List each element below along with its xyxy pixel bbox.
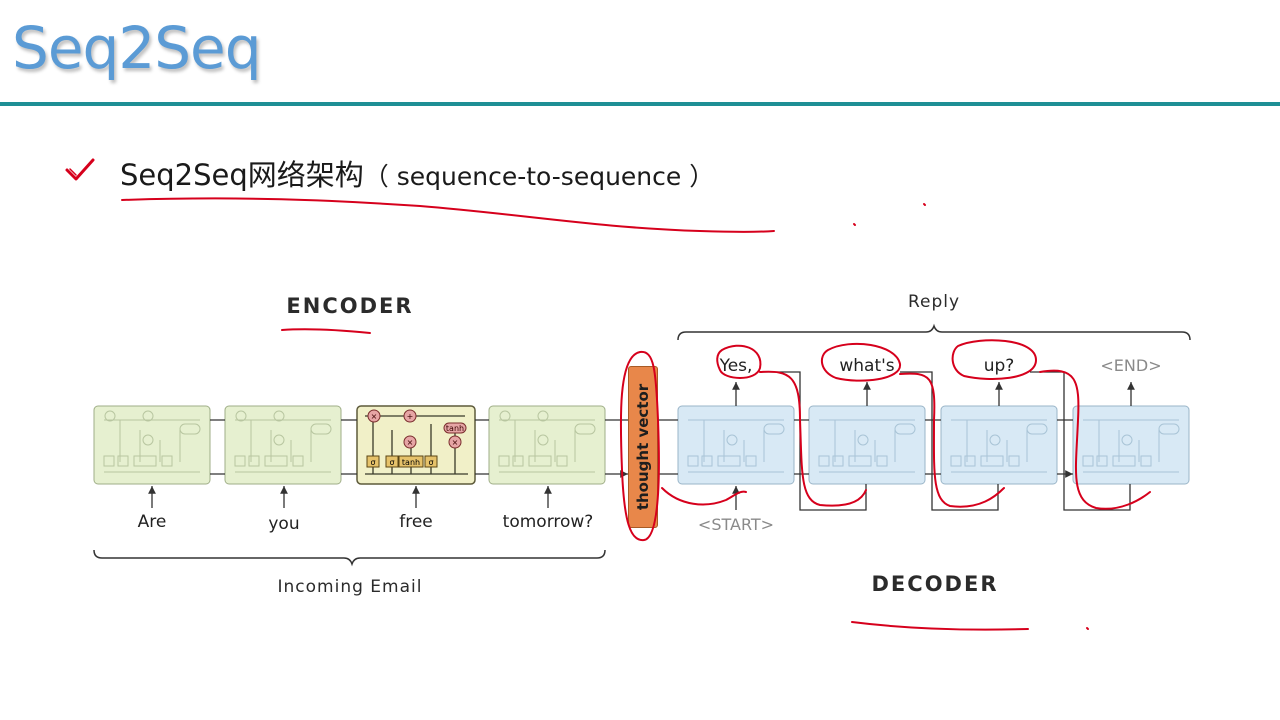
bullet-paren: （ sequence-to-sequence ） (363, 162, 715, 191)
encoder-input-4: tomorrow? (502, 512, 594, 532)
decoder-label: DECODER (871, 572, 999, 596)
thought-vector-label: thought vector (634, 383, 652, 511)
decoder-output-end: <END> (1100, 356, 1162, 375)
encoder-input-2: you (268, 514, 300, 534)
bullet-text: Seq2Seq网络架构（ sequence-to-sequence ） (120, 152, 714, 194)
encoder-input-3: free (399, 512, 433, 532)
decoder-output-1: Yes, (719, 356, 753, 376)
bullet-main: Seq2Seq网络架构 (120, 158, 364, 192)
slide-title: Seq2Seq (12, 14, 262, 82)
op-times-2: × (407, 438, 414, 447)
gate-sigma-2: σ (389, 458, 394, 467)
reply-label: Reply (907, 292, 961, 312)
decoder-output-3: up? (983, 356, 1015, 376)
decoder-output-2: what's (839, 356, 895, 376)
encoder-label: ENCODER (286, 294, 414, 318)
encoder-input-1: Are (137, 512, 167, 532)
output-arrows (732, 382, 1135, 406)
gate-tanh: tanh (402, 458, 420, 467)
gate-sigma-3: σ (428, 458, 433, 467)
reply-brace (677, 323, 1191, 341)
incoming-email-label: Incoming Email (277, 577, 423, 597)
title-rule (0, 102, 1280, 106)
op-times-3: × (452, 438, 459, 447)
encoder-connectors (210, 419, 628, 474)
active-cell-ops: × + × × tanh σ σ tanh σ (366, 409, 467, 468)
incoming-email-brace (93, 549, 606, 567)
input-arrows (148, 486, 740, 510)
thought-vector: thought vector (628, 366, 658, 528)
gate-sigma-1: σ (370, 458, 375, 467)
op-tanh-1: tanh (446, 424, 464, 433)
decoder-input-start: <START> (697, 515, 775, 534)
encoder-cell-internals (103, 410, 596, 473)
checkmark-icon (65, 158, 95, 181)
op-times-1: × (371, 412, 378, 421)
op-plus: + (407, 412, 414, 421)
